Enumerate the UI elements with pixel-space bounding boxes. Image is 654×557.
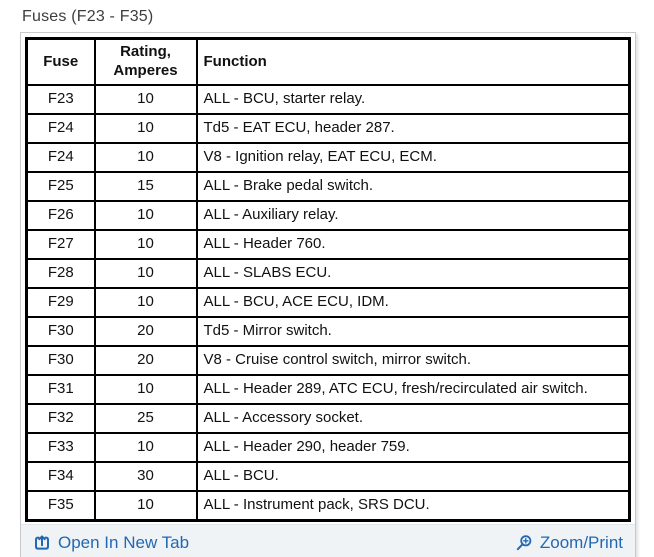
table-row: F25 15 ALL - Brake pedal switch. <box>25 171 631 202</box>
rating-cell: 10 <box>93 229 198 260</box>
rating-cell: 10 <box>93 490 198 522</box>
fuse-table-container: Fuse Rating, Amperes Function F23 10 ALL… <box>21 33 635 522</box>
magnifier-plus-icon <box>515 534 533 552</box>
column-header-fuse: Fuse <box>25 37 96 86</box>
fuse-cell: F30 <box>25 316 96 347</box>
open-in-new-tab-link[interactable]: Open In New Tab <box>33 533 189 553</box>
function-cell: ALL - BCU. <box>195 461 631 492</box>
table-header-row: Fuse Rating, Amperes Function <box>25 37 631 86</box>
rating-cell: 10 <box>93 432 198 463</box>
rating-cell: 10 <box>93 374 198 405</box>
table-row: F34 30 ALL - BCU. <box>25 461 631 492</box>
rating-cell: 10 <box>93 113 198 144</box>
panel-footer: Open In New Tab Zoom/Print <box>21 524 635 557</box>
rating-cell: 20 <box>93 345 198 376</box>
fuse-table: Fuse Rating, Amperes Function F23 10 ALL… <box>25 37 631 522</box>
open-in-new-tab-label: Open In New Tab <box>58 533 190 552</box>
table-row: F30 20 V8 - Cruise control switch, mirro… <box>25 345 631 376</box>
table-row: F24 10 Td5 - EAT ECU, header 287. <box>25 113 631 144</box>
fuse-cell: F32 <box>25 403 96 434</box>
table-row: F30 20 Td5 - Mirror switch. <box>25 316 631 347</box>
table-row: F28 10 ALL - SLABS ECU. <box>25 258 631 289</box>
rating-cell: 25 <box>93 403 198 434</box>
table-row: F29 10 ALL - BCU, ACE ECU, IDM. <box>25 287 631 318</box>
function-cell: Td5 - EAT ECU, header 287. <box>195 113 631 144</box>
fuse-cell: F29 <box>25 287 96 318</box>
fuse-cell: F26 <box>25 200 96 231</box>
function-cell: ALL - BCU, starter relay. <box>195 84 631 115</box>
fuse-cell: F35 <box>25 490 96 522</box>
page-title: Fuses (F23 - F35) <box>22 8 154 25</box>
fuse-cell: F30 <box>25 345 96 376</box>
fuse-cell: F24 <box>25 142 96 173</box>
column-header-function: Function <box>195 37 631 86</box>
function-cell: ALL - Header 290, header 759. <box>195 432 631 463</box>
table-row: F31 10 ALL - Header 289, ATC ECU, fresh/… <box>25 374 631 405</box>
function-cell: ALL - Header 760. <box>195 229 631 260</box>
fuse-cell: F31 <box>25 374 96 405</box>
table-row: F23 10 ALL - BCU, starter relay. <box>25 84 631 115</box>
function-cell: ALL - Auxiliary relay. <box>195 200 631 231</box>
rating-cell: 20 <box>93 316 198 347</box>
table-row: F33 10 ALL - Header 290, header 759. <box>25 432 631 463</box>
fuse-panel: Fuse Rating, Amperes Function F23 10 ALL… <box>20 32 636 557</box>
fuse-cell: F25 <box>25 171 96 202</box>
rating-cell: 10 <box>93 142 198 173</box>
function-cell: V8 - Ignition relay, EAT ECU, ECM. <box>195 142 631 173</box>
table-row: F26 10 ALL - Auxiliary relay. <box>25 200 631 231</box>
fuse-cell: F33 <box>25 432 96 463</box>
rating-cell: 15 <box>93 171 198 202</box>
fuse-cell: F27 <box>25 229 96 260</box>
table-row: F35 10 ALL - Instrument pack, SRS DCU. <box>25 490 631 522</box>
rating-cell: 10 <box>93 84 198 115</box>
table-row: F27 10 ALL - Header 760. <box>25 229 631 260</box>
fuse-cell: F28 <box>25 258 96 289</box>
function-cell: ALL - BCU, ACE ECU, IDM. <box>195 287 631 318</box>
table-row: F32 25 ALL - Accessory socket. <box>25 403 631 434</box>
table-row: F24 10 V8 - Ignition relay, EAT ECU, ECM… <box>25 142 631 173</box>
fuse-cell: F34 <box>25 461 96 492</box>
function-cell: Td5 - Mirror switch. <box>195 316 631 347</box>
zoom-print-label: Zoom/Print <box>539 533 623 552</box>
fuse-cell: F23 <box>25 84 96 115</box>
open-in-new-tab-icon <box>33 534 51 552</box>
rating-cell: 30 <box>93 461 198 492</box>
function-cell: ALL - Header 289, ATC ECU, fresh/recircu… <box>195 374 631 405</box>
function-cell: V8 - Cruise control switch, mirror switc… <box>195 345 631 376</box>
function-cell: ALL - Brake pedal switch. <box>195 171 631 202</box>
function-cell: ALL - SLABS ECU. <box>195 258 631 289</box>
function-cell: ALL - Accessory socket. <box>195 403 631 434</box>
function-cell: ALL - Instrument pack, SRS DCU. <box>195 490 631 522</box>
rating-cell: 10 <box>93 200 198 231</box>
zoom-print-link[interactable]: Zoom/Print <box>515 533 623 553</box>
fuse-cell: F24 <box>25 113 96 144</box>
rating-cell: 10 <box>93 258 198 289</box>
column-header-rating: Rating, Amperes <box>93 37 198 86</box>
rating-cell: 10 <box>93 287 198 318</box>
